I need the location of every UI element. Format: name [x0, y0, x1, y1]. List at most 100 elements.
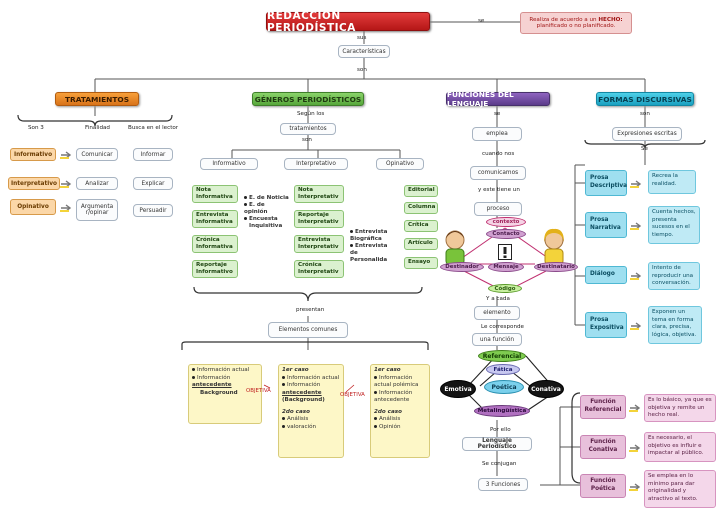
- genero-reportaje-interpretativo: Reportaje Interpretativ: [294, 210, 344, 228]
- elementos-opinativo: 1er caso Información actual polémica Inf…: [370, 364, 430, 458]
- genero-entrevista-interpretativa: Entrevista Interpretativ: [294, 235, 344, 253]
- exclamation-icon: [498, 244, 512, 260]
- category-generos: GÉNEROS PERIODÍSTICOS: [252, 92, 364, 106]
- genero-cronica-interpretativa: Crónica Interpretativ: [294, 260, 344, 278]
- contacto-node: Contacto: [486, 229, 526, 239]
- forma-desc-dialogo: Intento de reproducir una conversación.: [648, 262, 700, 290]
- funcion-conativa: Conativa: [528, 380, 564, 398]
- son-label-formas: son: [640, 111, 650, 117]
- genero-columna: Columna: [404, 202, 438, 214]
- genero-editorial: Editorial: [404, 185, 438, 197]
- una-funcion-box: una función: [472, 333, 522, 346]
- forma-prosa-expositiva: Prosa Expositiva: [585, 312, 627, 338]
- category-formas: FORMAS DISCURSIVAS: [596, 92, 694, 106]
- genero-articulo: Artículo: [404, 238, 438, 250]
- arrow-icon: [630, 322, 642, 330]
- genero-critica: Crítica: [404, 220, 438, 232]
- note-hecho: Realiza de acuerdo a un HECHO: planifica…: [520, 12, 632, 34]
- cuando-nos-label: cuando nos: [482, 151, 515, 157]
- arrow-icon: [629, 483, 641, 491]
- se-label-funciones: se: [494, 111, 501, 117]
- y-a-cada-label: Y a cada: [486, 296, 510, 302]
- funcion-desc-conativa: Es necesario, el objetivo es influir e i…: [644, 432, 716, 462]
- genero-ensayo: Ensayo: [404, 257, 438, 269]
- forma-prosa-descriptiva: Prosa Descriptiva: [585, 170, 627, 196]
- elementos-comunes-box: Elementos comunes: [268, 322, 348, 338]
- category-funciones: FUNCIONES DEL LENGUAJE: [446, 90, 550, 108]
- genero-col-informativo: Informativo: [200, 158, 258, 170]
- le-corresponde-label: Le corresponde: [481, 324, 524, 330]
- arrow-icon: [630, 272, 642, 280]
- forma-desc-expositiva: Exponen un tema en forma clara, precisa,…: [648, 306, 702, 344]
- destinatario-node: Destinatario: [534, 262, 578, 272]
- son-label: son: [357, 67, 367, 73]
- forma-desc-descriptiva: Recrea la realidad.: [648, 170, 696, 194]
- se-conjugan-label: Se conjugan: [482, 461, 517, 467]
- tratamientos-box: tratamientos: [280, 123, 336, 135]
- tratamiento-informativo: Informativo: [10, 148, 56, 161]
- funcion-desc-referencial: Es lo básico, ya que es objetiva y remit…: [644, 394, 716, 422]
- tratamientos-col-finalidad: Finalidad: [85, 125, 110, 131]
- tratamientos-col-son: Son 3: [28, 125, 44, 131]
- arrow-icon: [630, 180, 642, 188]
- finalidad-argumentar: Argumenta r/opinar: [76, 199, 118, 221]
- entrevista-tipos-informativo: E. de Noticia E. de opinión Encuesta Inq…: [244, 195, 289, 229]
- genero-cronica-informativa: Crónica Informativa: [192, 235, 238, 253]
- se-label: se: [478, 18, 485, 24]
- y-este-label: y este tiene un: [478, 187, 520, 193]
- mensaje-node: Mensaje: [488, 262, 524, 272]
- funcion-poetica-box: Función Poética: [580, 474, 626, 498]
- forma-dialogo: Diálogo: [585, 266, 627, 284]
- sus-label: sus: [357, 35, 367, 41]
- funcion-desc-poetica: Se emplea en lo mínimo para dar original…: [644, 470, 716, 508]
- funcion-conativa-box: Función Conativa: [580, 435, 626, 459]
- arrow-icon: [60, 180, 72, 188]
- category-tratamientos: TRATAMIENTOS: [55, 92, 139, 106]
- finalidad-comunicar: Comunicar: [76, 148, 118, 161]
- caracteristicas-box: Características: [338, 45, 390, 58]
- tratamiento-interpretativo: Interpretativo: [8, 177, 60, 190]
- comunicamos-box: comunicamos: [470, 166, 526, 180]
- elementos-interpretativo: 1er caso Información actual Información …: [278, 364, 344, 458]
- destinador-node: Destinador: [440, 262, 484, 272]
- busca-explicar: Explicar: [133, 177, 173, 190]
- finalidad-analizar: Analizar: [76, 177, 118, 190]
- funcion-fatica: Fática: [486, 364, 520, 375]
- objetiva-label-1: OBJETIVA: [246, 388, 271, 394]
- busca-persuadir: Persuadir: [133, 204, 173, 217]
- contexto-node: contexto: [486, 217, 526, 227]
- funcion-referencial-box: Función Referencial: [580, 395, 626, 419]
- forma-prosa-narrativa: Prosa Narrativa: [585, 212, 627, 238]
- tratamientos-col-busca: Busca en el lector: [128, 125, 179, 131]
- elemento-box: elemento: [474, 306, 520, 320]
- genero-nota-informativa: Nota Informativa: [192, 185, 238, 203]
- genero-col-opinativo: Opinativo: [376, 158, 424, 170]
- arrow-icon: [629, 404, 641, 412]
- objetiva-label-2: OBJETIVA: [340, 392, 365, 398]
- funcion-emotiva: Emotiva: [440, 380, 476, 398]
- expresiones-escritas-box: Expresiones escritas: [612, 127, 682, 141]
- funcion-referencial: Referencial: [478, 350, 526, 362]
- genero-entrevista-informativa: Entrevista Informativa: [192, 210, 238, 228]
- funcion-poetica: Poética: [484, 380, 524, 394]
- segun-label: Según los: [297, 111, 325, 117]
- proceso-box: proceso: [474, 202, 522, 216]
- arrow-icon: [629, 444, 641, 452]
- por-ello-label: Por ello: [490, 427, 511, 433]
- codigo-node: Código: [488, 284, 522, 293]
- lenguaje-periodistico-box: Lenguaje Periodístico: [462, 437, 532, 451]
- genero-reportaje-informativo: Reportaje Informativo: [192, 260, 238, 278]
- forma-desc-narrativa: Cuenta hechos, presenta sucesos en el ti…: [648, 206, 700, 244]
- funcion-metalinguistica: Metalingüística: [474, 405, 530, 417]
- page-title: REDACCIÓN PERIODÍSTICA: [266, 10, 430, 34]
- entrevista-tipos-interpretativo: Entrevista Biográfica Entrevista de Pers…: [350, 229, 388, 263]
- arrow-icon: [60, 204, 72, 212]
- presentan-label: presentan: [296, 307, 325, 313]
- genero-col-interpretativo: Interpretativo: [284, 158, 348, 170]
- tratamiento-opinativo: Opinativo: [10, 199, 56, 215]
- son-label-generos: son: [302, 137, 312, 143]
- genero-nota-interpretativa: Nota Interpretativ: [294, 185, 344, 203]
- emplea-box: emplea: [472, 127, 522, 141]
- busca-informar: Informar: [133, 148, 173, 161]
- arrow-icon: [630, 222, 642, 230]
